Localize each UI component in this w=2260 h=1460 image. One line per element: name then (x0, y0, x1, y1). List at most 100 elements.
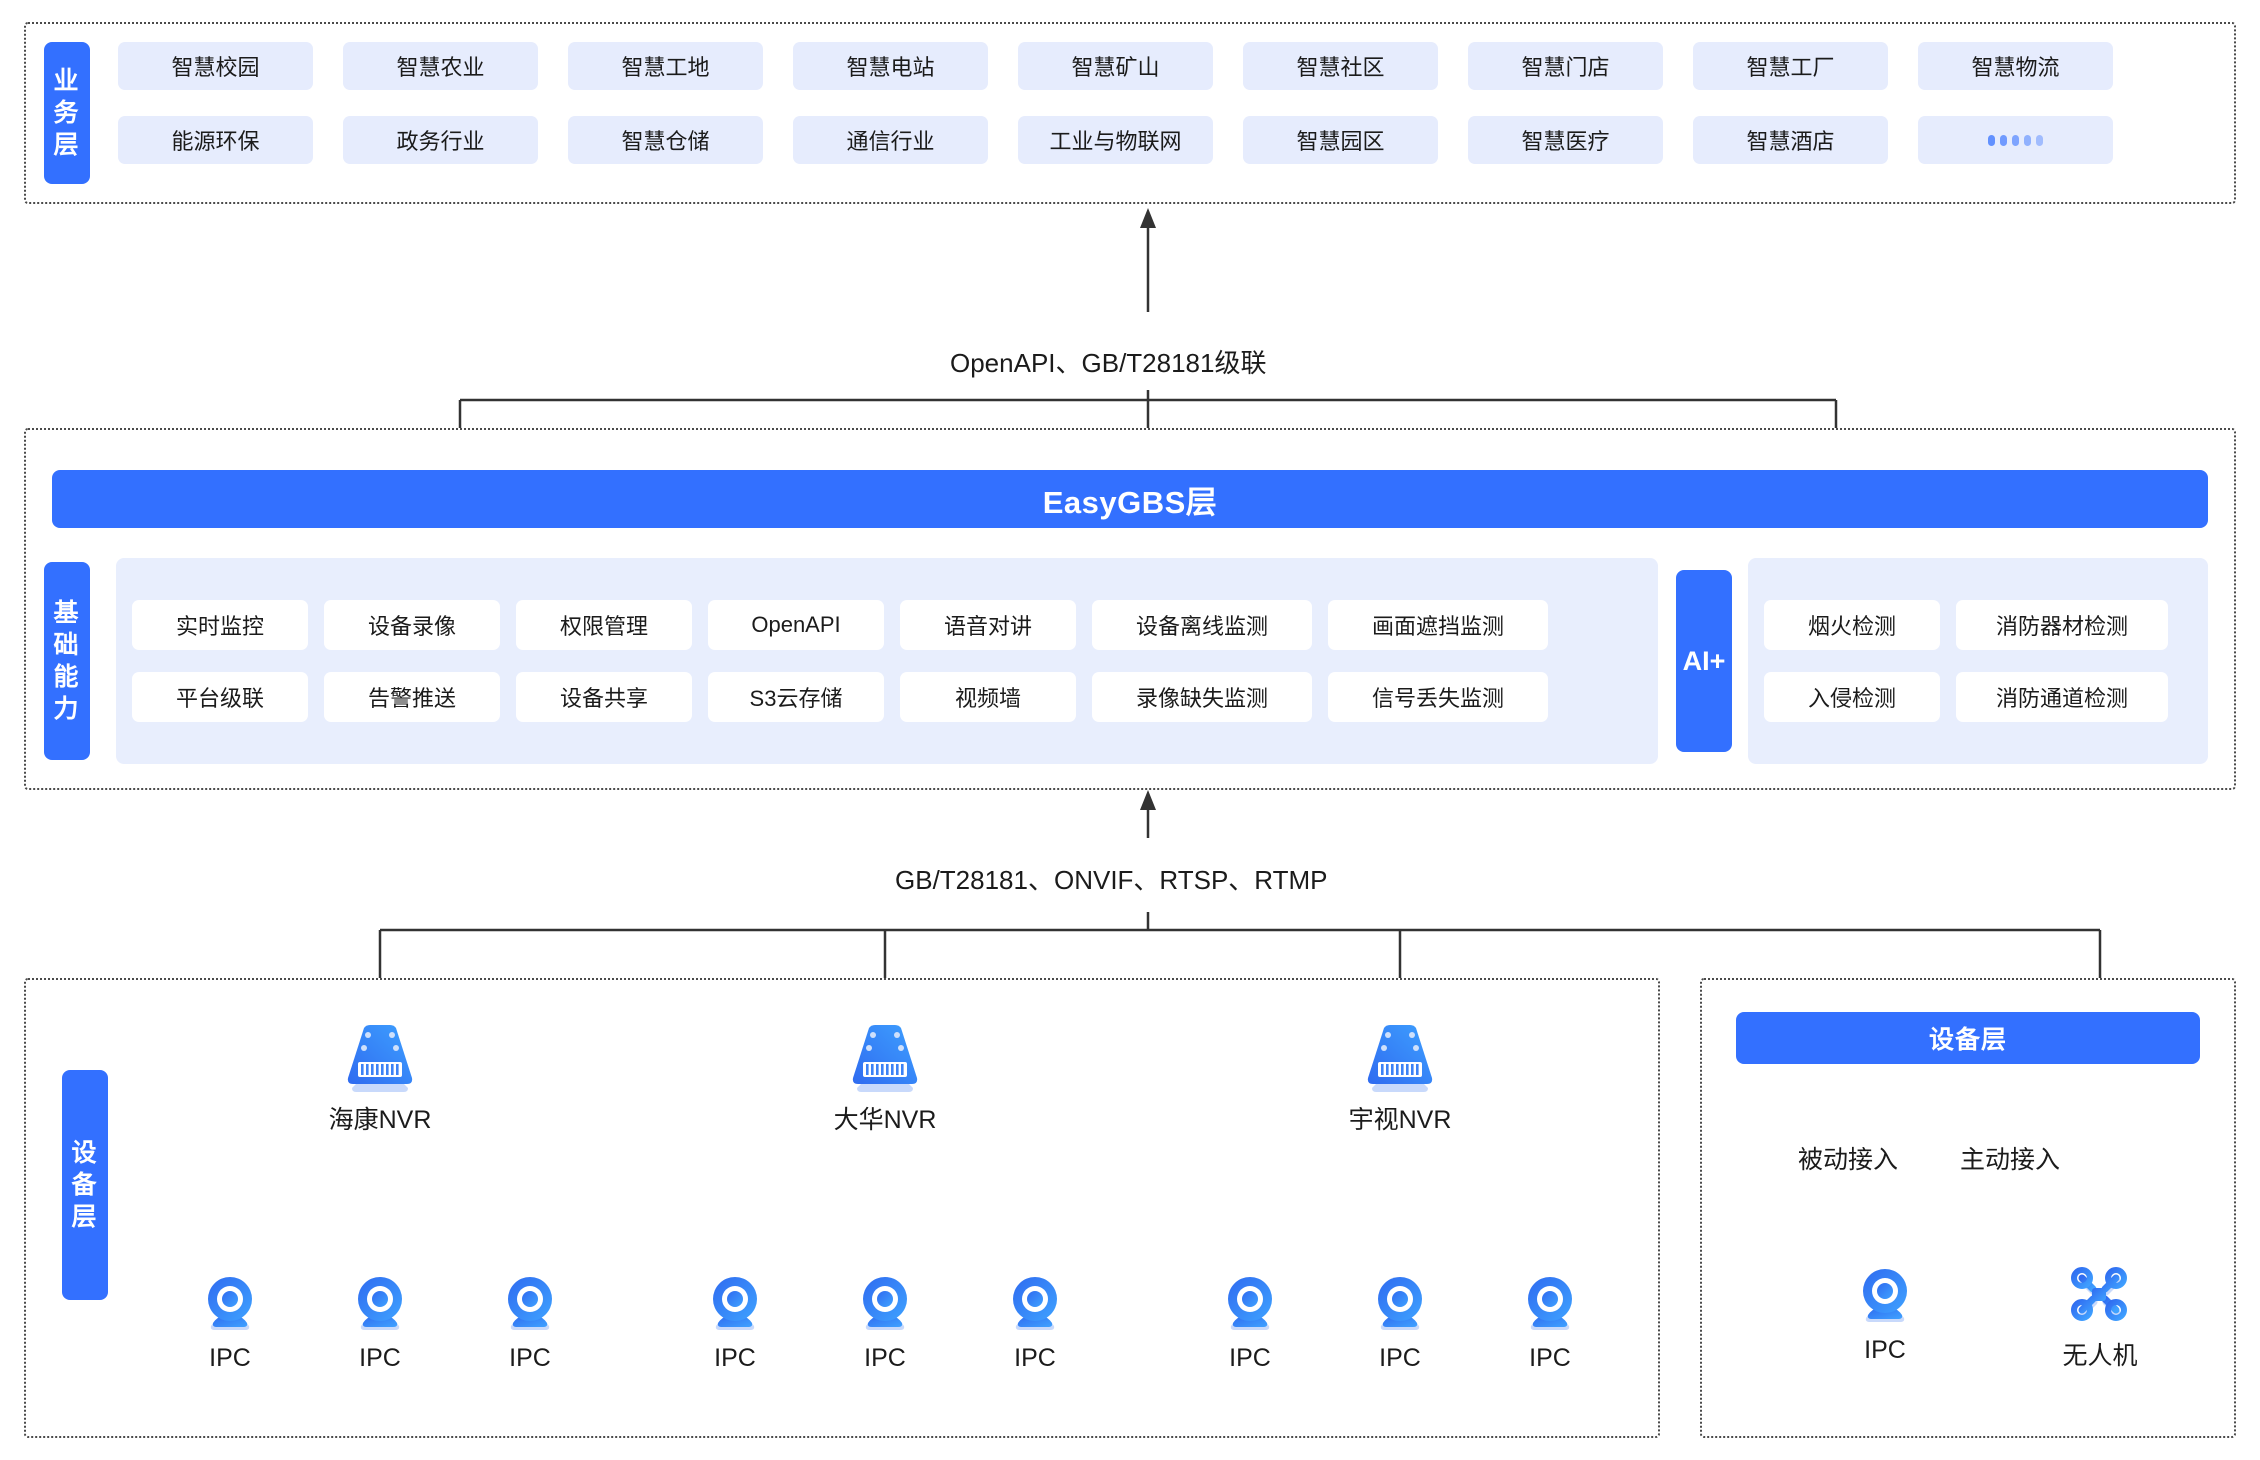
nvr-node-hikvision[interactable]: 海康NVR (290, 1022, 470, 1136)
ipc-camera-icon (508, 1277, 552, 1330)
business-row-1: 智慧校园 智慧农业 智慧工地 智慧电站 智慧矿山 智慧社区 智慧门店 智慧工厂 … (118, 42, 2218, 90)
base-tag-char-1: 基 (53, 599, 81, 627)
business-cell-smart-power-station[interactable]: 智慧电站 (793, 42, 988, 90)
nvr-node-dahua[interactable]: 大华NVR (795, 1022, 975, 1136)
ipc-label: IPC (1014, 1344, 1056, 1372)
base-capability-box: 实时监控 设备录像 权限管理 OpenAPI 语音对讲 设备离线监测 画面遮挡监… (116, 558, 1658, 764)
ipc-label: IPC (209, 1344, 251, 1372)
business-tag-char-2: 务 (53, 99, 81, 127)
ellipsis-icon (1988, 134, 2043, 146)
nvr-label-uniview: 宇视NVR (1348, 1106, 1452, 1134)
base-capability-tag: 基 础 能 力 (44, 562, 90, 760)
connector-top-arrowhead (1140, 208, 1156, 228)
business-cell-smart-campus[interactable]: 智慧校园 (118, 42, 313, 90)
capability-occlusion-detect[interactable]: 画面遮挡监测 (1328, 600, 1548, 650)
base-tag-char-4: 力 (53, 695, 81, 723)
ipc-camera-icon (1378, 1277, 1422, 1330)
drone-icon (2071, 1267, 2127, 1321)
device-layer-title-bar: 设备层 (1736, 1012, 2200, 1064)
device-tag-char-3: 层 (71, 1203, 99, 1231)
capability-voice-intercom[interactable]: 语音对讲 (900, 600, 1076, 650)
business-cell-smart-store[interactable]: 智慧门店 (1468, 42, 1663, 90)
business-cell-energy-environment[interactable]: 能源环保 (118, 116, 313, 164)
ipc-label: IPC (359, 1344, 401, 1372)
nvr-label-dahua: 大华NVR (833, 1106, 937, 1134)
business-cell-smart-warehouse[interactable]: 智慧仓储 (568, 116, 763, 164)
business-tag-char-1: 业 (53, 67, 81, 95)
ai-capability-box: 烟火检测 消防器材检测 入侵检测 消防通道检测 (1748, 558, 2208, 764)
business-cell-government[interactable]: 政务行业 (343, 116, 538, 164)
ipc-label: IPC (714, 1344, 756, 1372)
nvr-node-uniview[interactable]: 宇视NVR (1310, 1022, 1490, 1136)
ai-smoke-fire-detection[interactable]: 烟火检测 (1764, 600, 1940, 650)
active-access-label: 主动接入 (1960, 1146, 2061, 1174)
ai-row-2: 入侵检测 消防通道检测 (1764, 672, 2192, 722)
business-cell-smart-agriculture[interactable]: 智慧农业 (343, 42, 538, 90)
capability-device-sharing[interactable]: 设备共享 (516, 672, 692, 722)
business-layer-tag: 业 务 层 (44, 42, 90, 184)
ipc-label: IPC (1229, 1344, 1271, 1372)
connector-bottom-label: GB/T28181、ONVIF、RTSP、RTMP (895, 865, 1328, 895)
capability-s3-cloud-storage[interactable]: S3云存储 (708, 672, 884, 722)
ai-fire-equipment-detection[interactable]: 消防器材检测 (1956, 600, 2168, 650)
capability-permission-mgmt[interactable]: 权限管理 (516, 600, 692, 650)
ipc-camera-icon (1863, 1269, 1907, 1322)
device-node-passive-ipc[interactable]: IPC (1830, 1264, 1940, 1365)
ipc-camera-icon (863, 1277, 907, 1330)
ipc-node-hik-2[interactable]: IPC (325, 1272, 435, 1373)
business-scenarios-grid: 智慧校园 智慧农业 智慧工地 智慧电站 智慧矿山 智慧社区 智慧门店 智慧工厂 … (118, 42, 2218, 164)
capability-device-offline-detect[interactable]: 设备离线监测 (1092, 600, 1312, 650)
capability-row-1: 实时监控 设备录像 权限管理 OpenAPI 语音对讲 设备离线监测 画面遮挡监… (132, 600, 1642, 650)
ai-plus-tag: AI+ (1676, 570, 1732, 752)
ipc-node-dahua-2[interactable]: IPC (830, 1272, 940, 1373)
base-tag-char-3: 能 (53, 663, 81, 691)
business-cell-smart-hotel[interactable]: 智慧酒店 (1693, 116, 1888, 164)
nvr-icon (852, 1025, 918, 1092)
connector-top-label: OpenAPI、GB/T28181级联 (950, 348, 1267, 378)
connector-bottom-arrowhead (1140, 790, 1156, 810)
ipc-node-uniview-1[interactable]: IPC (1195, 1272, 1305, 1373)
business-cell-smart-park[interactable]: 智慧园区 (1243, 116, 1438, 164)
business-cell-smart-medical[interactable]: 智慧医疗 (1468, 116, 1663, 164)
ai-fire-exit-detection[interactable]: 消防通道检测 (1956, 672, 2168, 722)
business-cell-smart-logistics[interactable]: 智慧物流 (1918, 42, 2113, 90)
ipc-node-uniview-3[interactable]: IPC (1495, 1272, 1605, 1373)
business-cell-smart-factory[interactable]: 智慧工厂 (1693, 42, 1888, 90)
ipc-camera-icon (1013, 1277, 1057, 1330)
ipc-node-uniview-2[interactable]: IPC (1345, 1272, 1455, 1373)
ipc-label: IPC (864, 1344, 906, 1372)
ipc-label: IPC (509, 1344, 551, 1372)
business-cell-smart-community[interactable]: 智慧社区 (1243, 42, 1438, 90)
ipc-node-dahua-3[interactable]: IPC (980, 1272, 1090, 1373)
capability-signal-loss-detect[interactable]: 信号丢失监测 (1328, 672, 1548, 722)
device-node-active-drone[interactable]: 无人机 (2045, 1264, 2155, 1372)
device-label-passive-ipc: IPC (1864, 1336, 1906, 1364)
business-cell-telecom[interactable]: 通信行业 (793, 116, 988, 164)
ipc-node-hik-1[interactable]: IPC (175, 1272, 285, 1373)
ai-intrusion-detection[interactable]: 入侵检测 (1764, 672, 1940, 722)
device-label-drone: 无人机 (2062, 1342, 2138, 1370)
capability-device-recording[interactable]: 设备录像 (324, 600, 500, 650)
device-tag-char-1: 设 (71, 1139, 99, 1167)
capability-platform-cascade[interactable]: 平台级联 (132, 672, 308, 722)
capability-live-monitoring[interactable]: 实时监控 (132, 600, 308, 650)
capability-video-wall[interactable]: 视频墙 (900, 672, 1076, 722)
capability-row-2: 平台级联 告警推送 设备共享 S3云存储 视频墙 录像缺失监测 信号丢失监测 (132, 672, 1642, 722)
capability-recording-loss-detect[interactable]: 录像缺失监测 (1092, 672, 1312, 722)
business-cell-more[interactable] (1918, 116, 2113, 164)
ipc-node-dahua-1[interactable]: IPC (680, 1272, 790, 1373)
business-cell-smart-mine[interactable]: 智慧矿山 (1018, 42, 1213, 90)
nvr-label-hikvision: 海康NVR (328, 1106, 432, 1134)
capability-openapi[interactable]: OpenAPI (708, 600, 884, 650)
ipc-label: IPC (1529, 1344, 1571, 1372)
business-cell-smart-construction-site[interactable]: 智慧工地 (568, 42, 763, 90)
device-layer-tag: 设 备 层 (62, 1070, 108, 1300)
base-tag-char-2: 础 (53, 631, 81, 659)
easygbs-layer-title-bar: EasyGBS层 (52, 470, 2208, 528)
nvr-icon (347, 1025, 413, 1092)
business-cell-industrial-iot[interactable]: 工业与物联网 (1018, 116, 1213, 164)
passive-access-label: 被动接入 (1798, 1146, 1899, 1174)
ipc-node-hik-3[interactable]: IPC (475, 1272, 585, 1373)
ipc-camera-icon (208, 1277, 252, 1330)
capability-alarm-push[interactable]: 告警推送 (324, 672, 500, 722)
